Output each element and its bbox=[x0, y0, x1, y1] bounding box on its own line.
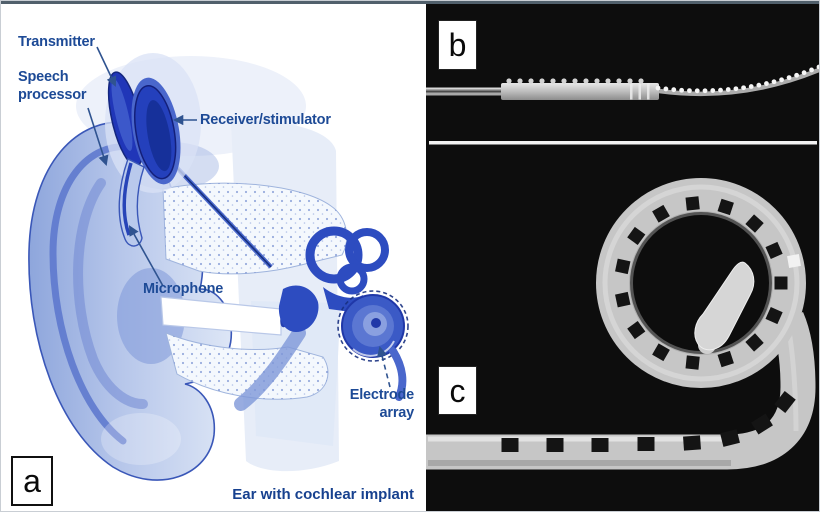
annotation-receiver-stimulator: Receiver/stimulator bbox=[200, 112, 331, 128]
electrode-tip bbox=[694, 261, 755, 351]
electrode-photos-art bbox=[426, 4, 819, 511]
panel-divider-line bbox=[429, 141, 817, 145]
inner-ear bbox=[234, 226, 409, 411]
annotation-electrode-array: Electrode array bbox=[349, 387, 414, 421]
diagram-caption: Ear with cochlear implant bbox=[232, 486, 414, 503]
microphone-arrow bbox=[128, 225, 164, 287]
panel-label-c: c bbox=[438, 366, 477, 415]
ear-hook bbox=[118, 158, 145, 247]
electrode-bumps bbox=[506, 78, 644, 84]
panel-a-ear-diagram: Transmitter Speech processor Receiver/st… bbox=[1, 1, 426, 511]
tube-electrode-contacts bbox=[501, 390, 796, 452]
figure-top-border bbox=[1, 1, 819, 4]
ear-illustration bbox=[28, 46, 409, 481]
annotation-transmitter: Transmitter bbox=[18, 34, 95, 50]
electrode-beads bbox=[655, 64, 819, 94]
external-device bbox=[105, 53, 201, 247]
straight-electrode-array-photo bbox=[426, 64, 819, 100]
annotation-speech-processor: Speech processor bbox=[18, 69, 87, 103]
semicircular-canals bbox=[305, 226, 389, 313]
annotation-microphone: Microphone bbox=[143, 281, 224, 297]
coil-electrode-contacts bbox=[615, 196, 801, 370]
cochlea bbox=[337, 290, 409, 362]
speech-processor-arrow bbox=[87, 107, 109, 166]
ear-canal bbox=[160, 296, 282, 336]
coiled-electrode-array-photo bbox=[426, 178, 816, 470]
panels-bc-electrode-photos bbox=[426, 1, 819, 511]
panel-label-b: b bbox=[438, 20, 477, 70]
receiver-stimulator-device bbox=[131, 77, 181, 185]
transmitter-arrow bbox=[96, 46, 117, 87]
panel-label-a: a bbox=[11, 456, 53, 506]
electrode-array-arrow bbox=[377, 345, 391, 388]
